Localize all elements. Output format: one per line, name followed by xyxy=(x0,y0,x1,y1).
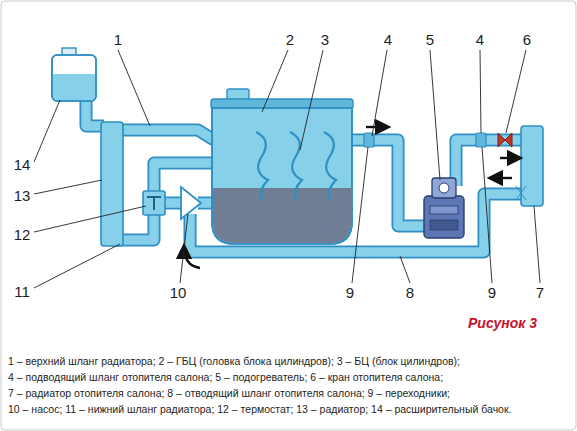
hoses xyxy=(86,100,522,252)
callout-number: 8 xyxy=(406,285,414,302)
callout-number: 12 xyxy=(14,227,31,244)
adapter xyxy=(476,133,486,147)
heater-tap xyxy=(498,133,512,147)
callout-number: 4 xyxy=(476,32,484,49)
callout-number: 13 xyxy=(14,188,31,205)
callout-number: 2 xyxy=(286,32,294,49)
expansion-tank xyxy=(52,48,96,101)
legend-line: 10 – насос; 11 – нижний шланг радиатора;… xyxy=(8,404,511,416)
legend-line: 1 – верхний шланг радиатора; 2 – ГБЦ (го… xyxy=(8,356,460,368)
callout-number: 9 xyxy=(346,285,354,302)
callout-number: 10 xyxy=(170,285,187,302)
legend-line: 7 – радиатор отопителя салона; 8 – отвод… xyxy=(8,388,450,400)
callout-number: 14 xyxy=(14,157,31,174)
callout-number: 3 xyxy=(321,32,329,49)
valve-mark xyxy=(516,186,526,200)
callout-number: 1 xyxy=(114,32,122,49)
callout-number: 9 xyxy=(488,285,496,302)
figure-caption: Рисунок 3 xyxy=(468,316,537,331)
pump xyxy=(181,187,201,219)
flow-arrows xyxy=(184,127,520,268)
radiator xyxy=(101,122,123,246)
heater-radiator xyxy=(521,126,543,206)
callout-number: 11 xyxy=(14,284,30,301)
callout-number: 7 xyxy=(536,285,544,302)
pre-heater xyxy=(424,178,464,238)
callout-number: 4 xyxy=(384,32,392,49)
thermostat xyxy=(143,191,165,215)
engine xyxy=(211,89,353,244)
callout-number: 6 xyxy=(523,32,531,49)
legend-line: 4 – подводящий шланг отопителя салона; 5… xyxy=(8,372,443,384)
leader-lines xyxy=(34,50,540,288)
callout-number: 5 xyxy=(426,32,434,49)
